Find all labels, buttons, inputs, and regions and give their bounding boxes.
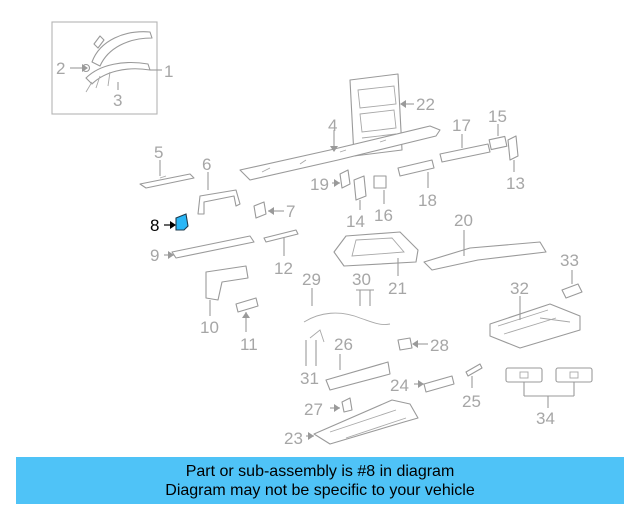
part-28: [397, 337, 428, 351]
callout-16: 16: [374, 206, 393, 225]
callout-10: 10: [200, 318, 219, 337]
banner-line-1: Part or sub-assembly is #8 in diagram: [185, 462, 455, 480]
callout-1: 1: [164, 62, 173, 81]
callout-labels: 1 2 3 4 5 6 7 8 9 10 11 12 13 14 15 16 1…: [56, 59, 579, 448]
callout-29: 29: [302, 270, 321, 289]
callout-11: 11: [240, 335, 258, 354]
callout-26: 26: [334, 335, 353, 354]
callout-31: 31: [300, 369, 319, 388]
callout-23: 23: [284, 429, 303, 448]
part-9: [164, 235, 255, 259]
part-29: [303, 288, 391, 343]
part-30: [356, 289, 374, 306]
part-13: [507, 135, 519, 172]
callout-12: 12: [274, 259, 293, 278]
part-12: [263, 229, 299, 256]
callout-3: 3: [113, 91, 122, 110]
part-20: [423, 230, 547, 271]
part-15: [488, 124, 508, 151]
part-24: [414, 375, 455, 393]
callout-20: 20: [454, 211, 473, 230]
callout-30: 30: [352, 270, 371, 289]
callout-34: 34: [536, 409, 555, 428]
banner-line-2: Diagram may not be specific to your vehi…: [165, 481, 475, 499]
part-6: [197, 172, 241, 215]
part-32: [489, 296, 581, 349]
callout-9: 9: [150, 246, 159, 265]
callout-13: 13: [506, 174, 525, 193]
part-25: [465, 363, 483, 388]
callout-5: 5: [154, 143, 163, 162]
part-7: [253, 201, 284, 219]
callout-28: 28: [430, 336, 449, 355]
callout-14: 14: [346, 212, 365, 231]
part-11: [235, 297, 259, 332]
callout-7: 7: [286, 202, 295, 221]
callout-6: 6: [202, 155, 211, 174]
callout-4: 4: [328, 116, 337, 135]
part-19: [332, 169, 351, 189]
part-4: [239, 125, 441, 181]
callout-15: 15: [488, 107, 507, 126]
callout-27: 27: [304, 400, 323, 419]
part-17: [439, 134, 491, 163]
part-8-highlighted: [164, 213, 189, 231]
part-27: [330, 397, 353, 413]
callout-19: 19: [310, 175, 329, 194]
part-26: [325, 354, 391, 391]
part-23: [306, 399, 419, 445]
inset-box: [51, 21, 162, 115]
callout-8: 8: [150, 216, 159, 235]
callout-21: 21: [388, 279, 407, 298]
callout-25: 25: [462, 392, 481, 411]
part-34: [505, 367, 593, 408]
callout-24: 24: [390, 376, 409, 395]
callout-18: 18: [418, 191, 437, 210]
part-33: [561, 270, 583, 299]
callout-33: 33: [560, 251, 579, 270]
callout-2: 2: [56, 59, 65, 78]
callout-32: 32: [510, 279, 529, 298]
part-14: [353, 175, 367, 210]
part-10: [205, 265, 249, 316]
part-16: [373, 175, 387, 204]
part-18: [397, 159, 435, 188]
callout-17: 17: [452, 116, 471, 135]
callout-22: 22: [416, 95, 435, 114]
parts-diagram: 1 2 3 4 5 6 7 8 9 10 11 12 13 14 15 16 1…: [51, 21, 593, 448]
info-banner: Part or sub-assembly is #8 in diagram Di…: [16, 457, 624, 504]
part-21: [333, 231, 419, 276]
part-31: [305, 340, 317, 366]
part-5: [139, 160, 195, 189]
